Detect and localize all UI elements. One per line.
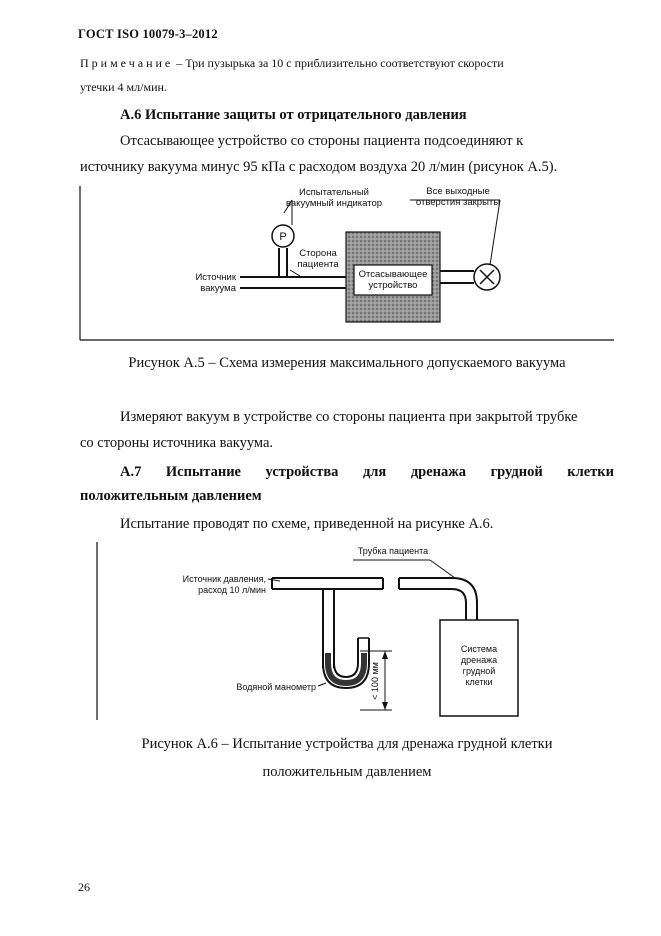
label-system-line4: клетки [465, 677, 492, 687]
section-a6-para-line1: Отсасывающее устройство со стороны пацие… [120, 133, 524, 149]
label-outlets-line1: Все выходные [426, 186, 490, 197]
a7-word-0: А.7 [120, 464, 142, 480]
label-patient-side-line2: пациента [297, 259, 339, 270]
label-device-line1: Отсасывающее [359, 269, 428, 280]
a7-word-2: устройства [265, 464, 339, 480]
note-label: Примечание [80, 56, 174, 70]
label-vacuum-source-line1: Источник [195, 272, 236, 283]
a7-word-4: дренажа [410, 464, 467, 480]
section-a7-title-line2: положительным давлением [80, 488, 262, 504]
figure-a6-caption-line1: Рисунок А.6 – Испытание устройства для д… [141, 736, 553, 752]
note-paragraph: Примечание – Три пузырька за 10 с прибли… [80, 56, 504, 94]
section-a6-para-line2: источнику вакуума минус 95 кПа с расходо… [80, 159, 558, 175]
label-outlets-line2: отверстия закрыты [416, 197, 500, 208]
label-vacuum-indicator-line1: Испытательный [299, 187, 369, 198]
section-a7-title: А.7 Испытание устройства для дренажа гру… [80, 464, 614, 481]
label-water-manometer: Водяной манометр [236, 682, 316, 692]
document-header: ГОСТ ISO 10079-3–2012 [78, 27, 218, 41]
label-patient-side-line1: Сторона [299, 248, 337, 259]
a7-word-5: грудной [490, 464, 543, 480]
figure-a5-diagram: Испытательный вакуумный индикатор Все вы… [79, 186, 614, 341]
pressure-gauge-icon [271, 224, 295, 248]
section-a7-para: Испытание проводят по схеме, приведенной… [120, 516, 494, 532]
section-a6-title: А.6 Испытание защиты от отрицательного д… [120, 107, 467, 123]
label-system-line3: грудной [463, 666, 496, 676]
figure-a6-caption-line2: положительным давлением [262, 764, 432, 780]
drainage-system-box [439, 619, 519, 717]
vacuum-para-line1: Измеряют вакуум в устройстве со стороны … [120, 409, 578, 425]
label-system-line2: дренажа [461, 655, 497, 665]
label-pressure-source-line1: Источник давления, [183, 574, 266, 584]
gauge-label: P [279, 231, 286, 243]
label-vacuum-source-line2: вакуума [200, 283, 236, 294]
figure-a6-diagram: Трубка пациента Источник давления, расхо… [96, 542, 519, 720]
vacuum-para-line2: со стороны источника вакуума. [80, 435, 274, 451]
figure-a5-caption: Рисунок А.5 – Схема измерения максимальн… [128, 355, 566, 371]
label-depth: < 100 мм [370, 662, 380, 700]
note-text: Три пузырька за 10 с приблизительно соот… [185, 56, 504, 70]
a7-word-6: клетки [567, 464, 614, 480]
a7-word-1: Испытание [165, 464, 241, 480]
device-label-box [353, 264, 433, 296]
label-patient-tube: Трубка пациента [358, 546, 428, 556]
manometer-water [325, 653, 367, 687]
label-device-line2: устройство [369, 280, 418, 291]
label-vacuum-indicator-line2: вакуумный индикатор [286, 198, 382, 209]
label-system-line1: Система [461, 644, 497, 654]
a7-word-3: для [362, 464, 387, 480]
note-text-continued: утечки 4 мл/мин. [80, 80, 167, 94]
page-number: 26 [78, 880, 90, 894]
label-pressure-source-line2: расход 10 л/мин [198, 585, 266, 595]
